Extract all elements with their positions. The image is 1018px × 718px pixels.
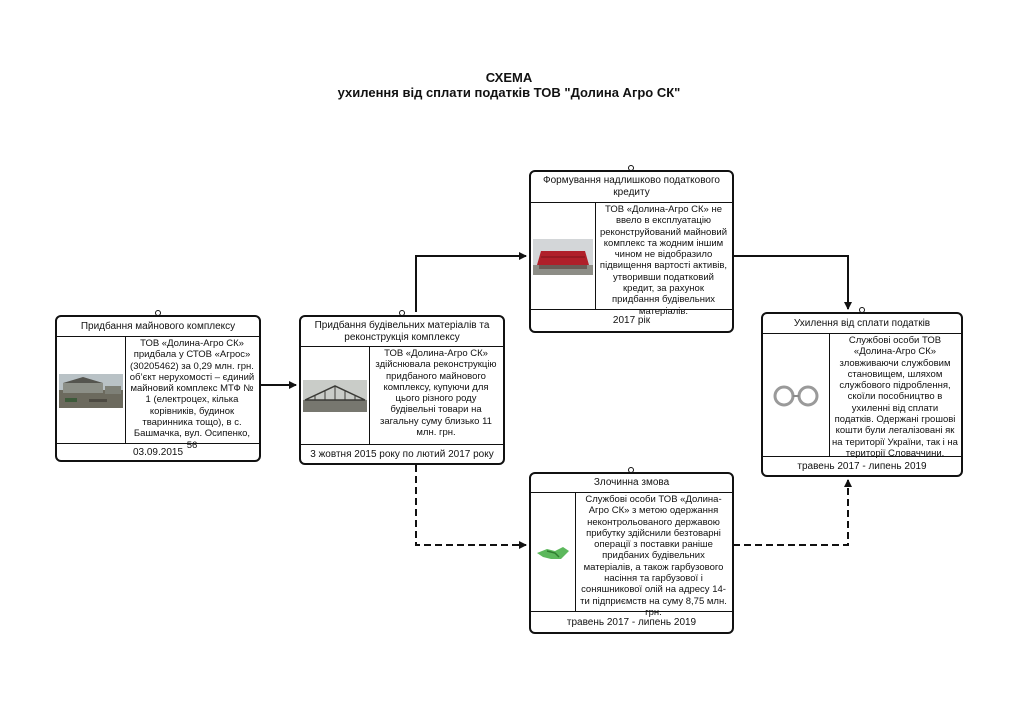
handcuffs-icon xyxy=(763,334,830,457)
box-reconstruction-date: 3 жовтня 2015 року по лютий 2017 року xyxy=(301,444,503,463)
box-acquisition: Придбання майнового комплексу ТОВ «Долин… xyxy=(55,315,261,462)
handshake-icon xyxy=(531,493,576,612)
schema-title: СХЕМА xyxy=(485,70,533,85)
connector-dot xyxy=(859,307,865,313)
box-evasion: Ухилення від сплати податків Службові ос… xyxy=(761,312,963,477)
box-reconstruction-text: ТОВ «Долина-Агро СК» здійснювала реконст… xyxy=(375,348,497,439)
building-photo-icon xyxy=(531,203,596,310)
box-credit-text: ТОВ «Долина-Агро СК» не ввело в експлуат… xyxy=(599,204,728,317)
construction-photo-icon xyxy=(301,347,370,445)
connector-dot xyxy=(399,310,405,316)
box-acquisition-header: Придбання майнового комплексу xyxy=(57,317,259,337)
farm-photo-icon xyxy=(57,337,126,444)
connector-dot xyxy=(155,310,161,316)
box-credit-header: Формування надлишково податкового кредит… xyxy=(531,172,732,203)
box-conspiracy: Злочинна змова Службові особи ТОВ «Долин… xyxy=(529,472,734,634)
box-conspiracy-header: Злочинна змова xyxy=(531,474,732,493)
box-evasion-date: травень 2017 - липень 2019 xyxy=(763,456,961,475)
arrow-reconstruction-to-credit xyxy=(415,252,527,312)
box-conspiracy-text: Службові особи ТОВ «Долина-Агро СК» з ме… xyxy=(580,494,727,618)
connector-dot xyxy=(628,467,634,473)
dashed-conspiracy-to-evasion xyxy=(733,479,852,546)
box-acquisition-date: 03.09.2015 xyxy=(57,443,259,460)
box-credit: Формування надлишково податкового кредит… xyxy=(529,170,734,333)
box-acquisition-text: ТОВ «Долина-Агро СК» придбала у СТОВ «Аг… xyxy=(129,338,255,451)
connector-dot xyxy=(628,165,634,171)
box-evasion-header: Ухилення від сплати податків xyxy=(763,314,961,334)
arrow-credit-to-evasion xyxy=(733,255,852,310)
dashed-reconstruction-to-conspiracy xyxy=(415,465,527,549)
box-reconstruction: Придбання будівельних матеріалів та реко… xyxy=(299,315,505,465)
box-evasion-text: Службові особи ТОВ «Долина-Агро СК» злов… xyxy=(832,335,958,459)
schema-subtitle: ухилення від сплати податків ТОВ "Долина… xyxy=(337,85,681,100)
box-credit-date: 2017 рік xyxy=(531,309,732,331)
box-reconstruction-header: Придбання будівельних матеріалів та реко… xyxy=(301,317,503,347)
box-conspiracy-date: травень 2017 - липень 2019 xyxy=(531,611,732,632)
